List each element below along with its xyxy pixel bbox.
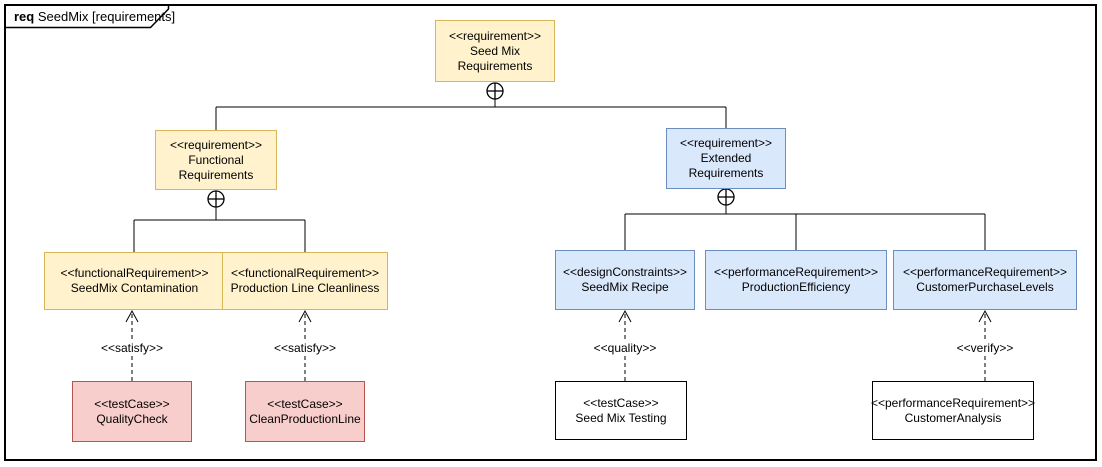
node-name: QualityCheck bbox=[96, 411, 168, 426]
node-seed-mix-requirements[interactable]: <<requirement>> Seed Mix Requirements bbox=[435, 20, 555, 82]
node-production-line-cleanliness[interactable]: <<functionalRequirement>> Production Lin… bbox=[222, 252, 388, 310]
node-extended-requirements[interactable]: <<requirement>> Extended Requirements bbox=[666, 128, 786, 189]
node-seed-mix-testing[interactable]: <<testCase>> Seed Mix Testing bbox=[555, 381, 687, 440]
frame-tab-outline bbox=[5, 5, 170, 29]
node-customer-purchase-levels[interactable]: <<performanceRequirement>> CustomerPurch… bbox=[893, 250, 1077, 310]
node-stereotype: <<designConstraints>> bbox=[562, 265, 688, 279]
frame-title-keyword: req bbox=[14, 9, 35, 24]
node-stereotype: <<testCase>> bbox=[94, 396, 170, 411]
edge-label-satisfy-1[interactable]: <<satisfy>> bbox=[98, 341, 166, 355]
node-name: Extended Requirements bbox=[688, 151, 764, 180]
node-name: SeedMix Recipe bbox=[581, 280, 669, 294]
node-name: CleanProductionLine bbox=[249, 411, 361, 426]
diagram-frame-border bbox=[4, 4, 1097, 461]
node-name: Production Line Cleanliness bbox=[230, 281, 380, 295]
node-name: Seed Mix Requirements bbox=[457, 43, 533, 73]
frame-title: req SeedMix [requirements] bbox=[14, 9, 175, 24]
node-stereotype: <<performanceRequirement>> bbox=[713, 265, 879, 279]
containment-tree-right bbox=[624, 205, 986, 250]
node-name: Seed Mix Testing bbox=[575, 410, 667, 425]
node-stereotype: <<performanceRequirement>> bbox=[870, 395, 1036, 410]
node-stereotype: <<requirement>> bbox=[679, 136, 773, 150]
node-clean-production-line[interactable]: <<testCase>> CleanProductionLine bbox=[245, 381, 365, 442]
node-stereotype: <<requirement>> bbox=[169, 137, 263, 152]
containment-tree-left bbox=[133, 207, 306, 252]
frame-title-text: SeedMix [requirements] bbox=[34, 9, 176, 24]
node-stereotype: <<functionalRequirement>> bbox=[60, 266, 209, 280]
node-stereotype: <<testCase>> bbox=[583, 395, 659, 410]
containment-icon bbox=[207, 190, 225, 208]
node-name: ProductionEfficiency bbox=[741, 280, 851, 294]
node-stereotype: <<requirement>> bbox=[448, 28, 542, 43]
containment-tree-top bbox=[215, 99, 727, 130]
node-production-efficiency[interactable]: <<performanceRequirement>> ProductionEff… bbox=[705, 250, 887, 310]
containment-icon bbox=[486, 82, 504, 100]
node-seedmix-recipe[interactable]: <<designConstraints>> SeedMix Recipe bbox=[555, 250, 695, 310]
open-arrowhead-icon bbox=[125, 309, 139, 323]
node-stereotype: <<performanceRequirement>> bbox=[902, 265, 1068, 279]
open-arrowhead-icon bbox=[978, 309, 992, 323]
dependency-arrows bbox=[125, 309, 992, 381]
node-quality-check[interactable]: <<testCase>> QualityCheck bbox=[72, 381, 192, 442]
node-stereotype: <<testCase>> bbox=[267, 396, 343, 411]
node-name: CustomerAnalysis bbox=[904, 410, 1002, 425]
node-customer-analysis[interactable]: <<performanceRequirement>> CustomerAnaly… bbox=[870, 381, 1036, 440]
edge-label-satisfy-2[interactable]: <<satisfy>> bbox=[271, 341, 339, 355]
edge-label-quality[interactable]: <<quality>> bbox=[591, 341, 659, 355]
edge-label-verify[interactable]: <<verify>> bbox=[954, 341, 1016, 355]
open-arrowhead-icon bbox=[298, 309, 312, 323]
node-name: SeedMix Contamination bbox=[70, 281, 199, 295]
containment-icon bbox=[717, 188, 735, 206]
node-name: Functional Requirements bbox=[178, 152, 254, 182]
node-name: CustomerPurchaseLevels bbox=[916, 280, 1054, 294]
node-seedmix-contamination[interactable]: <<functionalRequirement>> SeedMix Contam… bbox=[44, 252, 225, 310]
open-arrowhead-icon bbox=[618, 309, 632, 323]
node-stereotype: <<functionalRequirement>> bbox=[230, 266, 380, 280]
node-functional-requirements[interactable]: <<requirement>> Functional Requirements bbox=[155, 130, 277, 190]
